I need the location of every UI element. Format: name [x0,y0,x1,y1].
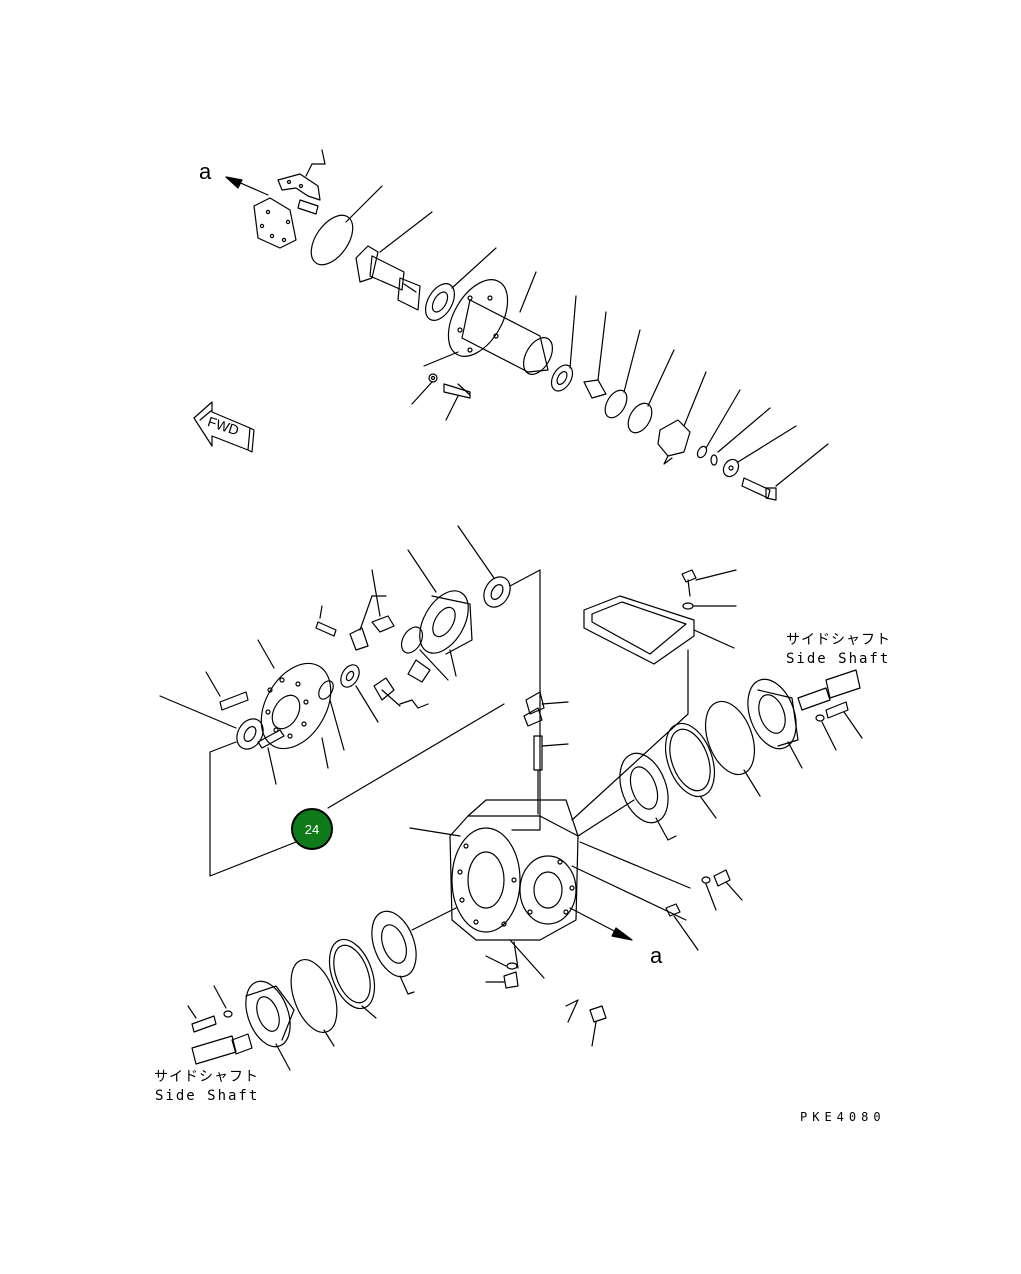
side-shaft-left-jp: サイドシャフト [154,1069,259,1085]
arrow-a-bottom [569,907,633,941]
top-pinion-assembly: FWD [193,149,829,501]
bearing-small-2 [604,329,641,419]
arrow-a-label-top: a [199,159,212,184]
side-cage-left [245,980,295,1071]
part-callout-24[interactable]: 24 [291,808,333,850]
diff-bearing [457,525,541,608]
o-ring-right [704,700,761,797]
top-cover [571,595,735,821]
ring-gear-bolt-upper [205,671,249,711]
differential-parts [159,525,541,877]
left-side-parts [187,907,607,1071]
bearing-small-1 [550,295,577,392]
cross-shaft-pin [315,605,337,637]
pinion-shaft [355,211,433,311]
washer-diff [318,680,345,751]
coupling-bolt [741,443,829,501]
breather [523,691,569,815]
shim-left [328,938,377,1019]
arrow-a-top [225,176,269,196]
carrier-housing [409,799,691,979]
pinion-gear-pair [349,569,395,651]
side-shaft-right-jp: サイドシャフト [786,632,891,648]
fwd-label: FWD [206,413,241,438]
shim-right [664,722,717,819]
drawing-code: PKE4080 [800,1110,886,1124]
side-shaft-left-en: Side Shaft [155,1088,260,1104]
lock-plate-upper [277,149,326,215]
pinion-cage [447,271,554,375]
diff-case [407,549,473,677]
bearing-cage-left [371,907,457,995]
lock-plate-lower [253,197,297,249]
callout-number: 24 [304,821,320,837]
pinion-gear-lower [373,677,429,709]
side-cage-right [747,678,803,769]
side-shaft-left [191,1033,253,1065]
coupling [657,371,707,465]
oil-seal [627,349,675,434]
drain-plugs-bottom [485,955,607,1047]
spacer [583,311,607,399]
cover-bolt [681,569,737,610]
cage-bolt [411,351,471,421]
o-ring-top [310,185,383,266]
side-gear [400,626,449,683]
side-shaft-right-en: Side Shaft [786,651,891,667]
right-side-parts [619,669,863,951]
o-ring-small [696,389,741,459]
bolt-left [187,985,233,1033]
holder [722,425,797,478]
plug-right-small [665,903,699,951]
ring-gear-bolt-lower [257,729,285,785]
bolt-right [815,701,863,751]
thrust-washer [340,664,379,723]
diff-bearing-left [159,695,264,750]
washer-small [710,407,771,466]
o-ring-left [290,959,338,1047]
fwd-arrow-icon: FWD [193,401,255,453]
bearing-top [424,247,497,321]
drain-plug-right [701,869,743,911]
ring-gear [257,639,332,769]
bearing-cage-right [619,752,677,841]
side-shaft-right [797,669,861,711]
arrow-a-label-bottom: a [650,943,663,968]
